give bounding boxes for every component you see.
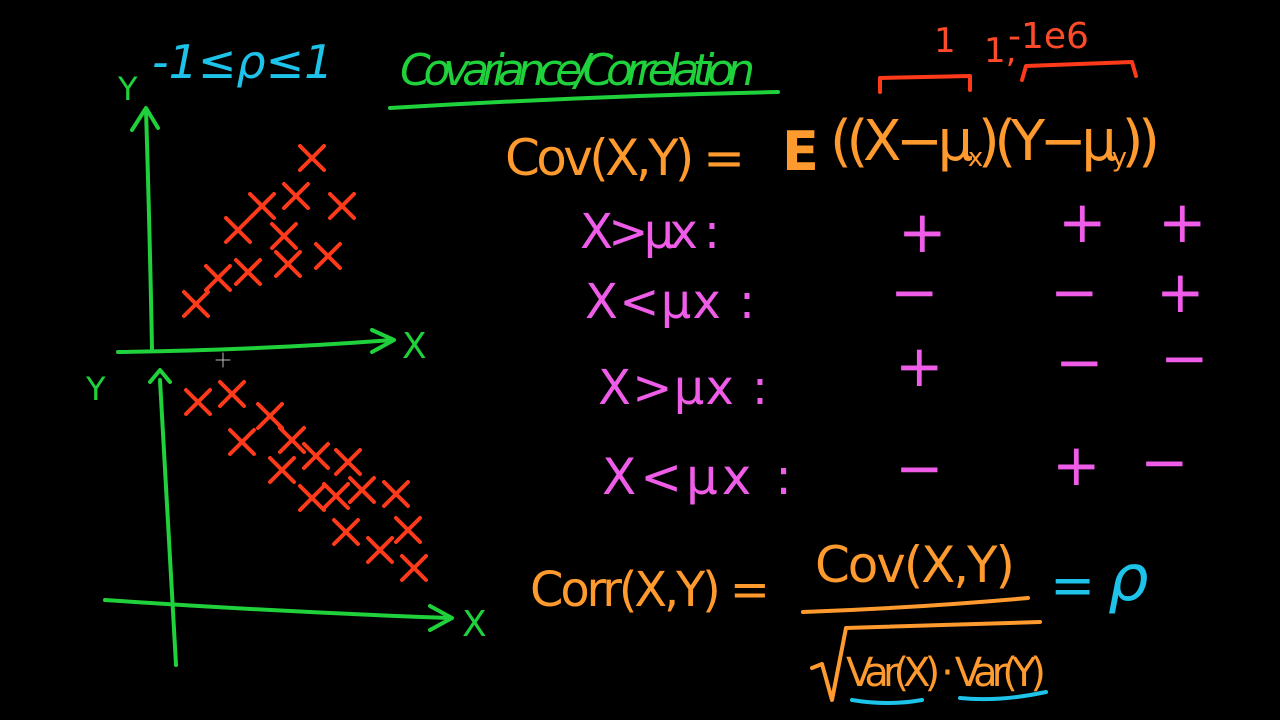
annotation-bracket-2 (1020, 60, 1138, 82)
sign-row-2-label: X<μx : (585, 274, 755, 330)
top-scatter-plot: Y X (116, 70, 427, 367)
bottom-scatter-point-15 (366, 536, 394, 564)
top-x-axis (116, 338, 394, 354)
fraction-bar (801, 596, 1030, 614)
covariance-rhs-term1: ((X−μx)(Y−μy)) (830, 109, 1160, 174)
top-scatter-point-8 (274, 250, 302, 278)
sign-row-1-col-2: + (1058, 188, 1107, 256)
bottom-y-axis (158, 378, 178, 667)
sign-row-1-label: X>μx : (580, 204, 720, 260)
sign-row-3-col-2: − (1055, 328, 1104, 396)
bottom-x-axis (103, 598, 452, 620)
bottom-scatter-points (184, 380, 428, 582)
bottom-y-arrowhead (148, 368, 172, 384)
top-y-arrowhead (130, 106, 160, 132)
sign-row-4-col-2: + (1052, 431, 1101, 499)
covariance-lhs: Cov(X,Y) = (505, 129, 745, 187)
bottom-scatter-point-9 (298, 484, 326, 512)
bottom-scatter-point-8 (268, 456, 296, 484)
bottom-scatter-point-6 (228, 428, 256, 456)
equals-sign: = (1050, 554, 1095, 617)
sign-row-2-col-1: − (890, 258, 939, 326)
page-title: Covariance/Correlation (400, 45, 755, 96)
bottom-scatter-point-7 (334, 448, 362, 476)
top-x-arrowhead (370, 328, 396, 354)
sign-row-2-col-2: − (1050, 258, 1099, 326)
top-scatter-point-6 (270, 222, 298, 250)
bottom-scatter-point-11 (348, 476, 376, 504)
bottom-scatter-point-16 (400, 554, 428, 582)
correlation-numerator: Cov(X,Y) (815, 536, 1015, 594)
rho-range-text: -1≤ρ≤1 (152, 35, 333, 89)
cursor-crosshair-icon (215, 352, 231, 368)
sign-row-4-label: X<μx : (602, 448, 792, 506)
top-scatter-point-7 (314, 242, 342, 270)
annotation-one-a: 1 (934, 21, 956, 61)
sign-row-4-col-1: − (895, 434, 944, 502)
expectation-symbol: E (782, 120, 819, 183)
sign-row-3-col-1: + (895, 332, 944, 400)
var-y-underline (958, 690, 1048, 702)
bottom-scatter-point-1 (184, 388, 212, 416)
top-scatter-point-5 (224, 216, 252, 244)
bottom-scatter-point-5 (302, 442, 330, 470)
annotation-one-b: 1, (984, 31, 1016, 71)
bottom-x-arrowhead (428, 604, 454, 632)
top-x-axis-label: X (402, 326, 427, 367)
top-scatter-points (182, 144, 356, 318)
sign-row-1-col-1: + (898, 198, 947, 266)
sign-row-3-col-3: − (1160, 324, 1209, 392)
top-y-axis-label: Y (117, 70, 138, 108)
correlation-lhs: Corr(X,Y) = (530, 562, 770, 618)
bottom-scatter-plot: Y X (85, 368, 487, 667)
top-scatter-point-2 (328, 192, 356, 220)
top-scatter-point-10 (204, 264, 232, 292)
top-scatter-point-4 (248, 192, 276, 220)
bottom-y-axis-label: Y (85, 370, 106, 408)
bottom-scatter-point-2 (218, 380, 246, 408)
bottom-x-axis-label: X (462, 604, 487, 645)
bottom-scatter-point-3 (256, 402, 284, 430)
top-y-axis (144, 108, 154, 352)
bottom-scatter-point-4 (278, 426, 306, 454)
var-x-underline (850, 698, 924, 705)
sign-row-4-col-3: − (1140, 428, 1189, 496)
top-scatter-point-11 (182, 290, 210, 318)
top-scatter-point-1 (298, 144, 326, 172)
correlation-denominator: Var(X) · Var(Y) (846, 650, 1046, 696)
sign-row-3-label: X>μx : (598, 360, 768, 416)
sign-table: X>μx : + + + X<μx : − − + X>μx : + − − X… (580, 188, 1209, 506)
sqrt-symbol (810, 620, 1042, 702)
top-scatter-point-9 (234, 258, 262, 286)
sign-row-2-col-3: + (1156, 258, 1205, 326)
annotation-neg-big: -1e6 (1008, 16, 1089, 57)
bottom-scatter-point-10 (322, 482, 350, 510)
correlation-rhs: = (1050, 554, 1095, 617)
top-scatter-point-3 (282, 182, 310, 210)
bottom-scatter-point-14 (332, 518, 360, 546)
title-underline (388, 90, 780, 110)
rho-symbol: ρ (1108, 542, 1149, 616)
sign-row-1-col-3: + (1158, 188, 1207, 256)
annotation-bracket-1 (878, 74, 972, 94)
bottom-scatter-point-12 (382, 480, 410, 508)
bottom-scatter-point-13 (394, 516, 422, 544)
